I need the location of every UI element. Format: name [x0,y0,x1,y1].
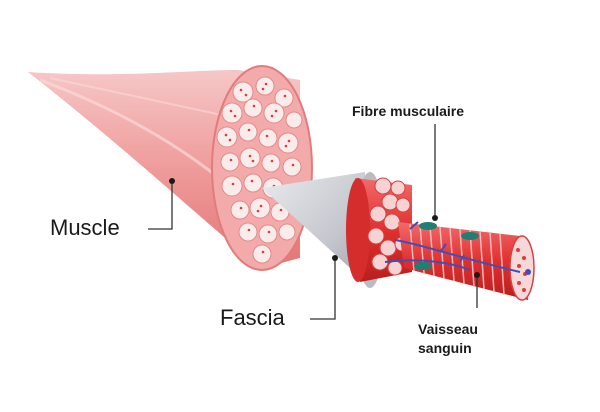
nucleus-icon [419,222,437,230]
label-fascia: Fascia [220,305,285,331]
label-muscle-fiber: Fibre musculaire [352,102,464,120]
label-muscle: Muscle [50,215,120,241]
muscle-cross-section [212,66,312,270]
label-blood-vessel-line2: sanguin [418,339,472,357]
label-blood-vessel-line1: Vaisseau [418,320,478,338]
